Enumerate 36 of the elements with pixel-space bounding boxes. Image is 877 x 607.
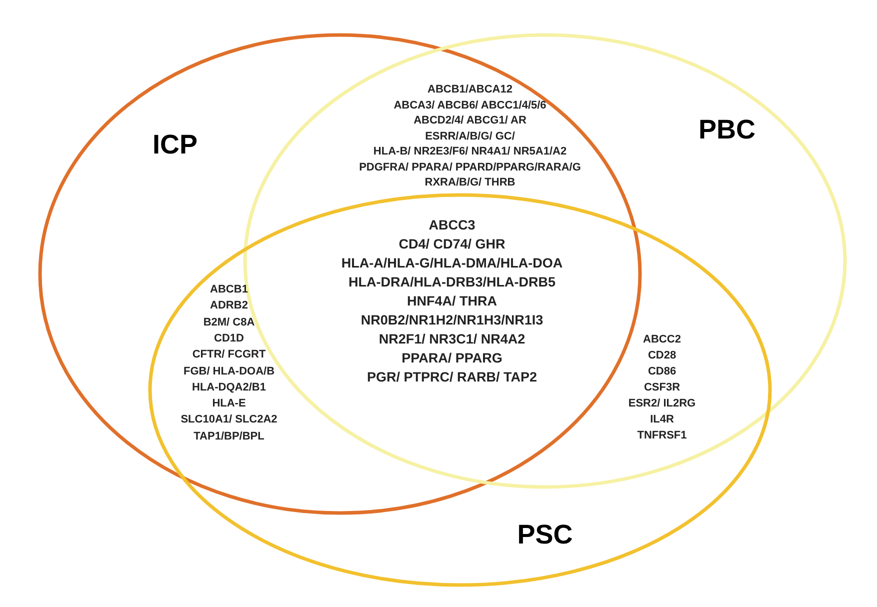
gene-label: HLA-A/HLA-G/HLA-DMA/HLA-DOA [341,256,563,270]
gene-label: CSF3R [644,382,680,394]
gene-label: RXRA/B/G/ THRB [424,178,516,188]
gene-label: B2M/ C8A [203,317,255,328]
set-label: PSC [517,522,573,548]
gene-label: CFTR/ FCGRT [192,350,266,361]
gene-label: CD28 [648,350,676,362]
set-label: ICP [152,132,198,158]
gene-label: HLA-E [212,398,246,410]
gene-label: PDGFRA/ PPARA/ PPARD/PPARG/RARA/G [359,162,581,173]
set-label: PBC [698,116,756,144]
gene-label: PGR/ PTPRC/ RARB/ TAP2 [367,370,537,384]
gene-label: HLA-DQA2/B1 [192,382,266,394]
gene-label: ABCC3 [428,218,476,232]
gene-label: HLA-DRA/HLA-DRB3/HLA-DRB5 [348,275,556,289]
gene-label: CD1D [214,333,244,344]
gene-label: PPARA/ PPARG [402,351,502,365]
gene-label: FGB/ HLA-DOA/B [183,366,275,377]
gene-label: CD86 [648,366,676,378]
gene-label: NR0B2/NR1H2/NR1H3/NR1I3 [360,313,544,327]
gene-label: SLC10A1/ SLC2A2 [180,414,278,426]
gene-label: TAP1/BP/BPL [194,431,264,442]
gene-label: NR2F1/ NR3C1/ NR4A2 [378,332,526,346]
gene-label: CD4/ CD74/ GHR [398,237,506,251]
gene-label: ADRB2 [210,300,248,312]
gene-label: TNFRSF1 [637,430,687,442]
gene-label: ABCB1/ABCA12 [428,84,512,96]
gene-label: ABCA3/ ABCB6/ ABCC1/4/5/6 [394,100,546,111]
gene-label: ESR2/ IL2RG [628,398,696,410]
gene-label: HLA-B/ NR2E3/F6/ NR4A1/ NR5A1/A2 [373,146,567,158]
gene-label: ABCC2 [643,334,681,346]
gene-label: IL4R [650,414,674,426]
gene-label: ABCD2/4/ ABCG1/ AR [414,116,526,126]
gene-label: ESRR/A/B/G/ GC/ [425,131,515,142]
gene-label: HNF4A/ THRA [407,294,497,308]
gene-label: ABCB1 [210,284,248,296]
